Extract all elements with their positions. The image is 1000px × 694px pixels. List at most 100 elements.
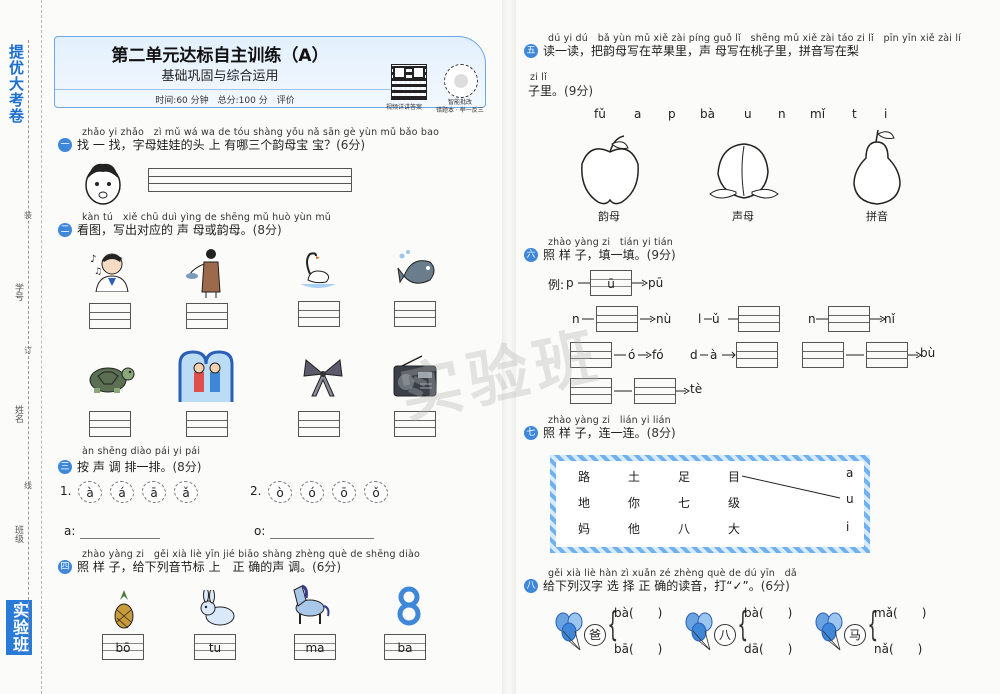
seal-subcaption: 错题本 · 举一反三: [436, 107, 484, 114]
q8-brace-3: {: [867, 605, 879, 645]
q8-brace-1: {: [607, 605, 619, 645]
singer-icon: ♪♫: [90, 253, 129, 292]
q7-vowel-3[interactable]: i: [846, 520, 850, 534]
q6-row1-box1[interactable]: [596, 306, 638, 332]
q7-char-r3c3[interactable]: 八: [678, 522, 691, 536]
q7-matching-frame: [550, 455, 870, 553]
q2-answer-box-6[interactable]: [186, 411, 228, 437]
field-id-label: 学号: [13, 283, 23, 301]
q6-row1-dash-3: [816, 318, 828, 320]
page-gutter: [502, 0, 516, 694]
q6-score: (9分): [646, 248, 676, 262]
q5-pinyin: dú yi dú bǎ yùn mǔ xiě zài píng guǒ lǐ s…: [548, 33, 962, 44]
q6-row2-box1[interactable]: [570, 342, 612, 368]
q6-row3-box2[interactable]: [634, 378, 676, 404]
q3-answer-a-line[interactable]: [80, 538, 160, 539]
q6-row2-final1: ó: [628, 348, 636, 362]
q2-answer-box-1[interactable]: [89, 303, 131, 329]
q7-pinyin: zhào yàng zi lián yi lián: [548, 415, 671, 426]
q6-row1-box2[interactable]: [738, 306, 780, 332]
q6-example-label: 例:: [548, 278, 565, 292]
q5-text: 读一读，把韵母写在苹果里，声 母写在桃子里，拼音写在梨: [543, 44, 859, 58]
q7-char-r2c3[interactable]: 七: [678, 496, 691, 510]
q6-row1-initial3: n: [808, 312, 816, 326]
q6-row2-dash-2: [700, 351, 736, 359]
q1-score: (6分): [336, 138, 366, 152]
q6-row3-box1[interactable]: [570, 378, 612, 404]
q7-char-r1c1[interactable]: 路: [578, 470, 591, 484]
q3-group1-item-1: à: [78, 481, 102, 503]
q3-number: 三: [58, 459, 72, 474]
balloons-icon: [815, 612, 843, 651]
q7-char-r3c4[interactable]: 大: [728, 522, 741, 536]
q8-item2-opt1[interactable]: bà( ): [744, 606, 793, 620]
q7-char-r2c4[interactable]: 级: [728, 496, 741, 510]
pear-icon[interactable]: [846, 126, 910, 206]
q4-syllable-1[interactable]: bō: [102, 634, 144, 660]
q7-vowel-2[interactable]: u: [846, 492, 854, 506]
q6-row1-box3[interactable]: [828, 306, 870, 332]
q2-answer-box-4[interactable]: [394, 301, 436, 327]
peach-icon[interactable]: [706, 136, 782, 204]
door-kids-icon: [178, 350, 234, 402]
q1-answer-lines[interactable]: [148, 168, 352, 192]
exam-title: 第二单元达标自主训练（A）: [111, 46, 329, 66]
q6-row2-result1: fó: [652, 348, 664, 362]
q2-answer-box-8[interactable]: [394, 411, 436, 437]
q4-syllable-3[interactable]: ma: [294, 634, 336, 660]
q2-answer-box-3[interactable]: [298, 301, 340, 327]
q7-char-r1c3[interactable]: 足: [678, 470, 691, 484]
q2-text: 看图，写出对应的 声 母或韵母。: [77, 223, 253, 237]
q8-item3-opt1[interactable]: mǎ( ): [874, 606, 927, 620]
q8-char-1: 爸: [584, 624, 606, 646]
q2-score: (8分): [252, 223, 282, 237]
q5-pinyin-2: zi lǐ: [530, 72, 547, 83]
q8-brace-2: {: [737, 605, 749, 645]
q3-group1-item-4: ǎ: [174, 481, 198, 503]
q7-char-r1c2[interactable]: 土: [628, 470, 641, 484]
q7-char-r2c1[interactable]: 地: [578, 496, 591, 510]
smart-grading-seal-icon: [444, 64, 478, 98]
q6-row2-box3[interactable]: [802, 342, 844, 368]
q5-text-2: 子里。: [528, 84, 565, 98]
q6-row2-result4: bù: [920, 346, 936, 360]
q6-row2-box2[interactable]: [736, 342, 778, 368]
q5-letter-8: t: [852, 107, 857, 121]
q2-answer-box-7[interactable]: [298, 411, 340, 437]
q2-answer-box-2[interactable]: [186, 303, 228, 329]
q3-answer-o-label: o:: [254, 524, 266, 538]
q3-answer-o-line[interactable]: [270, 538, 374, 539]
q8-item2-opt2[interactable]: dā( ): [744, 642, 793, 656]
q7-vowel-1[interactable]: a: [846, 466, 854, 480]
q4-syllable-4[interactable]: ba: [384, 634, 426, 660]
qr-code-icon[interactable]: [391, 64, 427, 100]
field-name-label: 姓名: [13, 405, 23, 423]
q8-score: (6分): [760, 579, 790, 593]
q7-char-r2c2[interactable]: 你: [628, 496, 641, 510]
q8-item1-opt2[interactable]: bā( ): [614, 642, 663, 656]
q5-letter-6: n: [778, 107, 786, 121]
q8-item1-opt1[interactable]: bà( ): [614, 606, 663, 620]
q1-text: 找 一 找，字母娃娃的头 上 有哪三个韵母宝 宝？: [77, 138, 337, 152]
q7-char-r3c1[interactable]: 妈: [578, 522, 591, 536]
apple-icon[interactable]: [578, 134, 642, 206]
q5-letter-5: u: [744, 107, 752, 121]
q6-row1-result3: nǐ: [884, 312, 895, 326]
q8-item3-opt2[interactable]: nǎ( ): [874, 642, 923, 656]
q6-row2-box4[interactable]: [866, 342, 908, 368]
q2-pinyin: kàn tú xiě chū duì yìng de shēng mǔ huò …: [82, 212, 332, 223]
q7-char-r3c2[interactable]: 他: [628, 522, 641, 536]
q7-char-r1c4[interactable]: 目: [728, 470, 741, 484]
q4-syllable-2[interactable]: tu: [194, 634, 236, 660]
q6-row1-arrows-1: [582, 315, 656, 323]
turtle-icon: [89, 367, 135, 393]
q5-letter-1: fǔ: [594, 107, 606, 121]
cut-mark-2: 订: [24, 346, 32, 355]
seal-caption: 智能批改: [448, 99, 473, 106]
q3-group2-item-4: ǒ: [364, 481, 388, 503]
rabbit-icon: [200, 590, 235, 626]
q2-answer-box-5[interactable]: [89, 411, 131, 437]
q5-letter-3: p: [668, 107, 676, 121]
brand-top: 提优大考卷: [7, 44, 25, 124]
q6-row1-dash-2: [704, 318, 738, 320]
